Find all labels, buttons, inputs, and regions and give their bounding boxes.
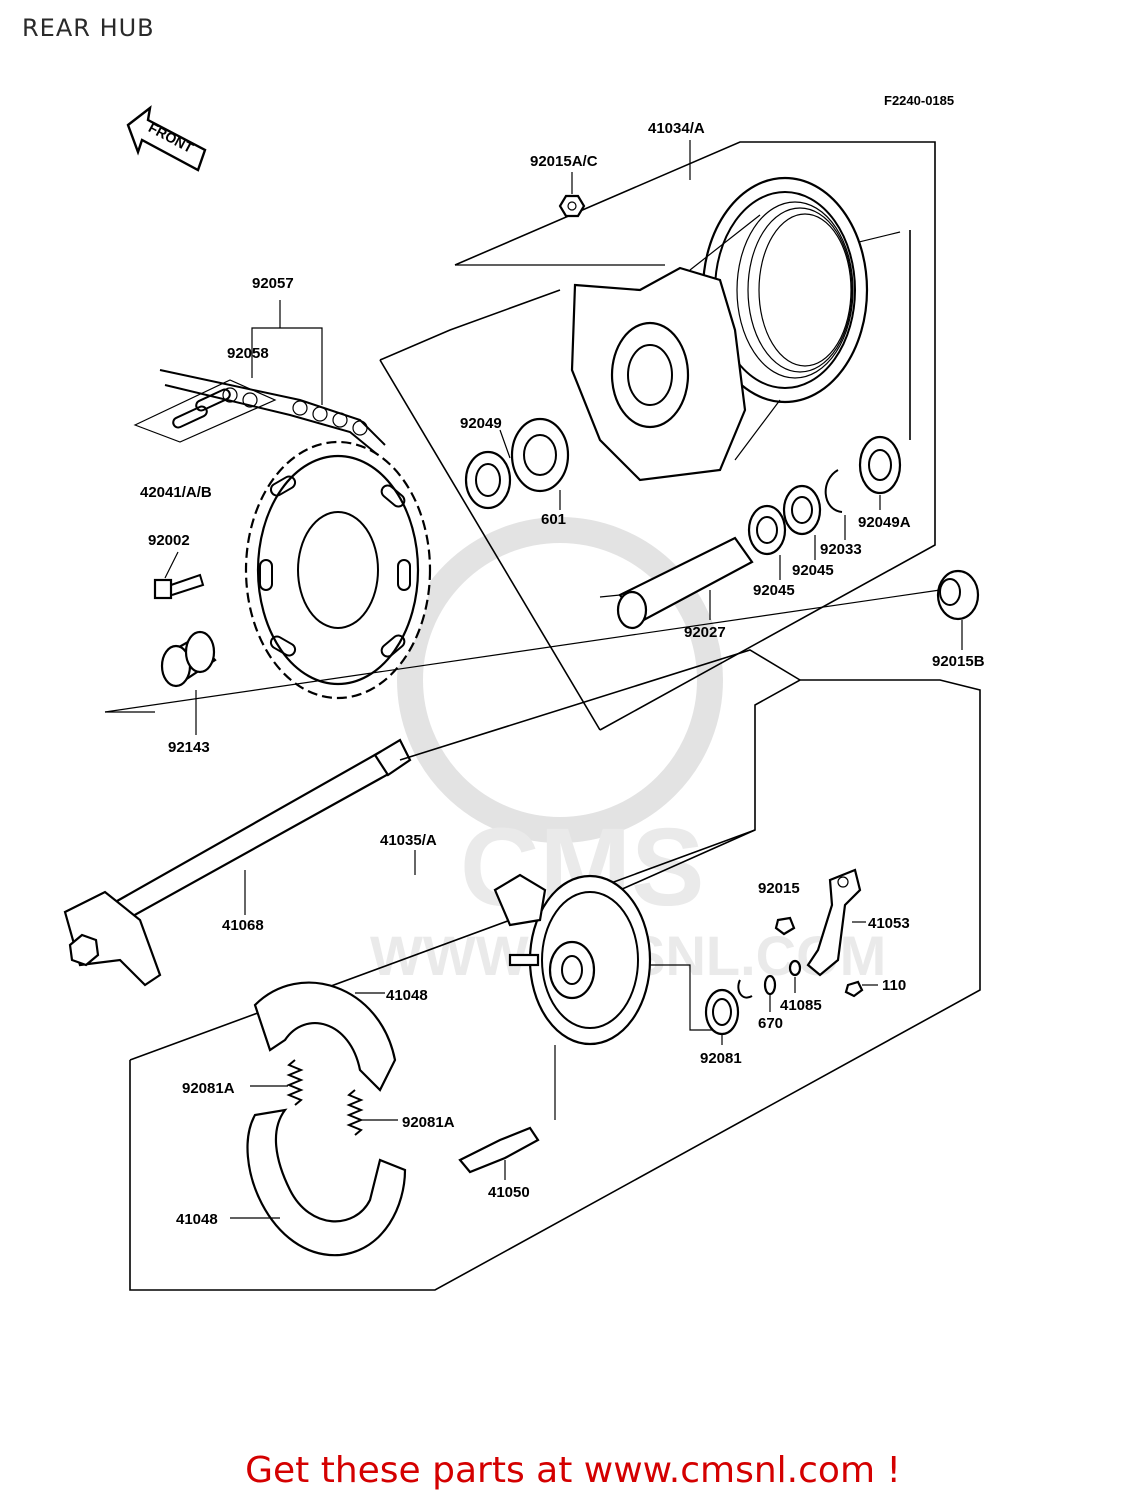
label-92049: 92049: [460, 415, 502, 432]
sprocket-part: [244, 440, 432, 700]
label-92015: 92015: [758, 880, 800, 897]
label-92081A-a: 92081A: [182, 1080, 235, 1097]
label-670: 670: [758, 1015, 783, 1032]
collar-part: [160, 630, 217, 735]
label-92045-a: 92045: [792, 562, 834, 579]
brake-lever-part: [704, 868, 878, 1045]
label-92057: 92057: [252, 275, 294, 292]
brake-shoe-part: [230, 981, 407, 1257]
label-41035-A: 41035/A: [380, 832, 437, 849]
chain-part: [133, 300, 386, 456]
label-41034-A: 41034/A: [648, 120, 705, 137]
page-title: REAR HUB: [22, 14, 155, 42]
nut-part: [558, 172, 586, 218]
label-92015B: 92015B: [932, 653, 985, 670]
label-92081: 92081: [700, 1050, 742, 1067]
label-92081A-b: 92081A: [402, 1114, 455, 1131]
rear-hub-part: [570, 176, 869, 482]
label-92143: 92143: [168, 739, 210, 756]
brake-panel-part: [493, 873, 720, 1046]
label-92045-b: 92045: [753, 582, 795, 599]
label-92058: 92058: [227, 345, 269, 362]
spacer-seal-part: [747, 435, 902, 580]
label-41068: 41068: [222, 917, 264, 934]
brake-cam-part: [458, 1045, 556, 1180]
label-42041-A-B: 42041/A/B: [140, 484, 212, 501]
part-labels: 41034/A 92015A/C 92057 92058 92049 601 4…: [140, 120, 985, 1228]
label-41085: 41085: [780, 997, 822, 1014]
axle-nut-part: [936, 569, 980, 650]
label-41050: 41050: [488, 1184, 530, 1201]
bolt-part: [153, 551, 205, 600]
axle-part: [63, 738, 412, 987]
rear-hub-exploded-diagram: CMS WWW.CMSNL.COM F2240-0185 FRONT: [63, 93, 985, 1291]
label-41048-b: 41048: [176, 1211, 218, 1228]
label-92027: 92027: [684, 624, 726, 641]
footer-link[interactable]: Get these parts at www.cmsnl.com !: [245, 1450, 901, 1491]
diagram-code: F2240-0185: [884, 93, 954, 108]
label-601: 601: [541, 511, 566, 528]
label-92002: 92002: [148, 532, 190, 549]
front-arrow-icon: FRONT: [126, 105, 207, 172]
bearing-part: [464, 417, 570, 510]
label-41053: 41053: [868, 915, 910, 932]
sleeve-part: [599, 536, 754, 630]
spring-part: [250, 1059, 398, 1136]
label-92049A: 92049A: [858, 514, 911, 531]
label-110: 110: [882, 977, 906, 994]
label-92015A-C: 92015A/C: [530, 153, 598, 170]
label-92033: 92033: [820, 541, 862, 558]
label-41048-a: 41048: [386, 987, 428, 1004]
brake-assembly-outline: [129, 649, 981, 1291]
